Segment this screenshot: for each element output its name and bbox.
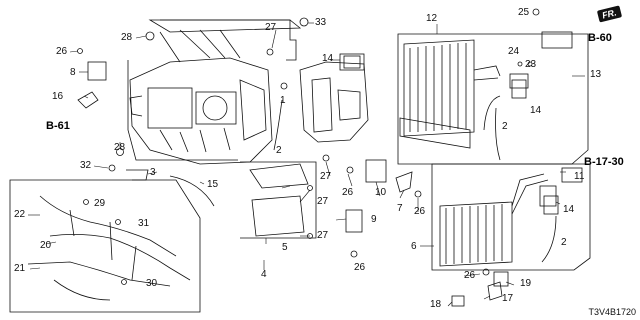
bracket-frame: [240, 161, 317, 239]
callout-27: 27: [320, 171, 332, 182]
ref-b61[interactable]: B-61: [46, 120, 70, 132]
tube-2b: [495, 107, 501, 161]
callout-6: 6: [411, 241, 417, 252]
callout-12: 12: [426, 13, 438, 24]
callout-10: 10: [375, 187, 387, 198]
callout-26: 26: [354, 262, 366, 273]
bracket-5: [251, 195, 305, 237]
actuator-9: [345, 209, 363, 233]
callout-26: 26: [414, 206, 426, 217]
callout-16: 16: [52, 91, 64, 102]
callout-2: 2: [276, 145, 282, 156]
duct-15: [169, 175, 215, 207]
callout-14: 14: [322, 53, 334, 64]
callout-28: 28: [114, 142, 126, 153]
evaporator-core: [399, 31, 573, 149]
callout-14: 14: [530, 105, 542, 116]
callout-15: 15: [207, 179, 219, 190]
callout-2: 2: [502, 121, 508, 132]
actuator-10: [365, 159, 387, 183]
callout-18: 18: [430, 299, 442, 310]
callout-31: 31: [138, 218, 150, 229]
callout-20: 20: [40, 240, 52, 251]
actuator-8: [87, 61, 107, 81]
callout-26: 26: [56, 46, 68, 57]
callout-32: 32: [80, 160, 92, 171]
callout-27: 27: [317, 196, 329, 207]
evaporator-frame: [397, 33, 589, 165]
ref-b1730[interactable]: B-17-30: [584, 156, 624, 168]
callout-3: 3: [150, 167, 156, 178]
callout-28: 28: [121, 32, 133, 43]
callout-26: 26: [464, 270, 476, 281]
callout-2: 2: [561, 237, 567, 248]
callout-27: 27: [265, 22, 277, 33]
callout-8: 8: [70, 67, 76, 78]
callout-21: 21: [14, 263, 26, 274]
grommet-14: [511, 79, 527, 99]
tube-2a: [273, 99, 283, 151]
heater-unit-body: [129, 19, 302, 165]
heater-core-frame: [431, 163, 591, 271]
callout-5: 5: [282, 242, 288, 253]
callout-23: 23: [525, 59, 537, 70]
bracket-7: [395, 171, 413, 193]
callout-7: 7: [397, 203, 403, 214]
bracket-3: [126, 169, 149, 181]
callout-27: 27: [317, 230, 329, 241]
heater-core: [439, 167, 583, 267]
diagram-code: T3V4B1720: [588, 307, 636, 317]
callout-19: 19: [520, 278, 532, 289]
callout-11: 11: [574, 171, 585, 182]
callout-13: 13: [590, 69, 602, 80]
callout-29: 29: [94, 198, 106, 209]
callout-33: 33: [315, 17, 327, 28]
grommet-14c: [343, 55, 361, 69]
callout-1: 1: [280, 95, 286, 106]
callout-24: 24: [508, 46, 520, 57]
blower-housing: [299, 53, 369, 143]
callout-22: 22: [14, 209, 26, 220]
callout-9: 9: [371, 214, 377, 225]
callout-17: 17: [502, 293, 514, 304]
bracket-upper-4: [249, 163, 309, 189]
sensor-17: [487, 281, 503, 301]
callout-14: 14: [563, 204, 575, 215]
heater-unit-frame-left: [127, 60, 238, 161]
leader-lines: [28, 22, 585, 307]
ref-b60[interactable]: B-60: [588, 32, 612, 44]
tube-2c: [541, 215, 557, 263]
wire-harness: [27, 195, 191, 301]
callout-4: 4: [261, 269, 267, 280]
grommet-14b: [543, 195, 559, 215]
harness-frame: [9, 179, 201, 313]
actuator-19: [493, 271, 509, 287]
clip-18: [451, 295, 465, 307]
callout-26: 26: [342, 187, 354, 198]
sensor-16: [77, 91, 99, 109]
callout-25: 25: [518, 7, 530, 18]
callout-30: 30: [146, 278, 158, 289]
